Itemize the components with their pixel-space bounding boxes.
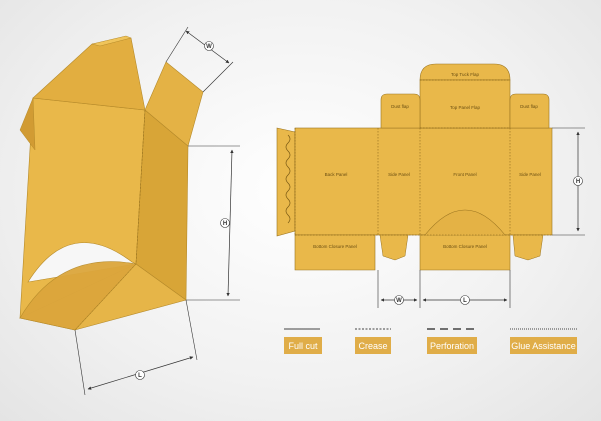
panel-dust-flap-left: Dust flap [391,104,409,109]
glue-flap [276,127,296,237]
box-top-flap-left [32,37,146,111]
legend-item-full-cut [284,337,322,354]
panel-bottom-closure-left: Bottom Closure Panel [313,244,357,249]
dieline-length-label: L [463,298,467,304]
top-panel-flap-shape [419,79,511,129]
panel-front: Front Panel [453,172,476,177]
dieline-height-label: H [576,179,580,185]
box-height-label: H [223,221,227,227]
panel-side-left: Side Panel [388,172,410,177]
main-body [294,127,553,236]
legend-item-crease [355,337,391,354]
box-arch-cutout [27,242,137,283]
box-side-tab [19,97,36,151]
box-length-label: L [138,373,142,379]
panel-back: Back Panel [325,172,348,177]
panel-dust-flap-right: Dust flap [520,104,538,109]
flat-dieline: Top Tuck Flap Top Panel Flap Dust flap D… [276,63,585,308]
dieline-width-label: W [396,298,402,304]
legend-label-glue-assistance: Glue Assistance [511,341,576,351]
box-top-tuck [91,35,132,47]
dust-flap-left-shape [380,93,421,129]
legend: Full cut Crease Perforation Glue Assista… [284,328,577,354]
legend-label-crease: Crease [358,341,387,351]
panel-top-tuck-flap: Top Tuck Flap [451,72,480,77]
panel-top-panel-flap: Top Panel Flap [450,105,481,110]
folded-box-3d: W H L [19,26,240,396]
bottom-closure-left-shape [294,234,376,271]
legend-label-perforation: Perforation [430,341,474,351]
legend-item-perforation [427,337,477,354]
legend-label-full-cut: Full cut [288,341,318,351]
top-tuck-flap-shape [419,63,511,81]
panel-bottom-closure-right: Bottom Closure Panel [443,244,487,249]
legend-item-glue-assistance [510,337,577,354]
bottom-closure-right-shape [419,234,511,271]
glue-wave [285,134,291,224]
dust-flap-right-shape [509,93,550,129]
box-width-label: W [206,44,212,50]
panel-side-right: Side Panel [519,172,541,177]
front-arch [424,209,506,236]
